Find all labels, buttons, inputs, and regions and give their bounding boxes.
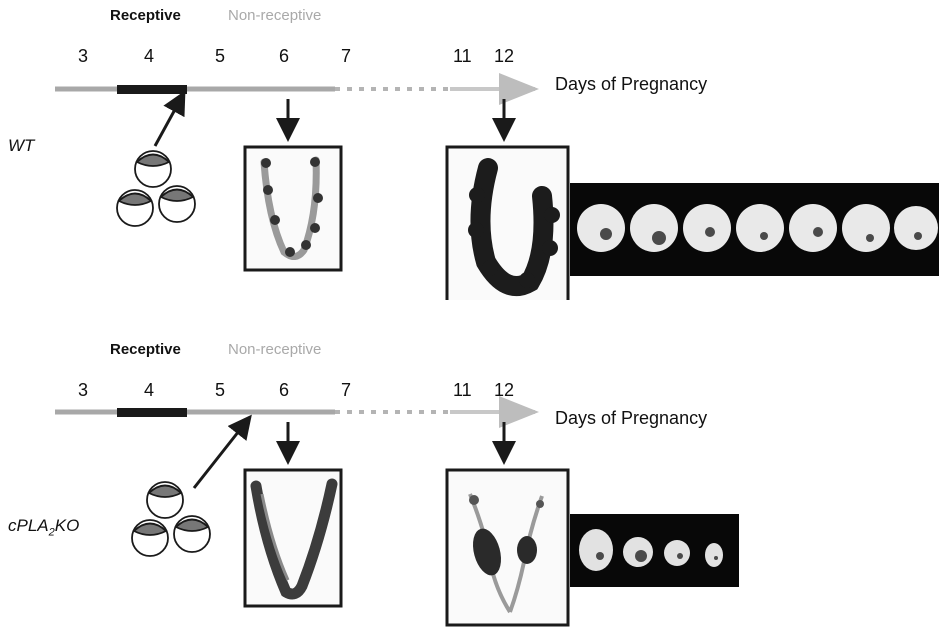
embryo-photo-strip [570,514,739,587]
transfer-arrow [194,417,250,488]
wt-timeline-diagram [0,0,939,300]
timeline-bar [55,408,535,417]
receptive-window-bar [117,85,187,94]
timeline-bar [55,85,535,94]
receptive-window-bar [117,408,187,417]
ko-panel: Receptive Non-receptive 3 4 5 6 7 11 12 … [0,334,939,634]
uterus-photo-day12 [447,470,568,625]
blastocyst-icon [132,482,210,556]
wt-panel: Receptive Non-receptive 3 4 5 6 7 11 12 … [0,0,939,300]
uterus-photo-day12 [447,147,568,300]
embryo-photo-strip [570,183,939,276]
uterus-photo-day6 [245,147,341,270]
uterus-photo-day6 [245,470,341,606]
ko-timeline-diagram [0,334,939,634]
transfer-arrow [155,93,184,146]
blastocyst-icon [117,151,195,226]
